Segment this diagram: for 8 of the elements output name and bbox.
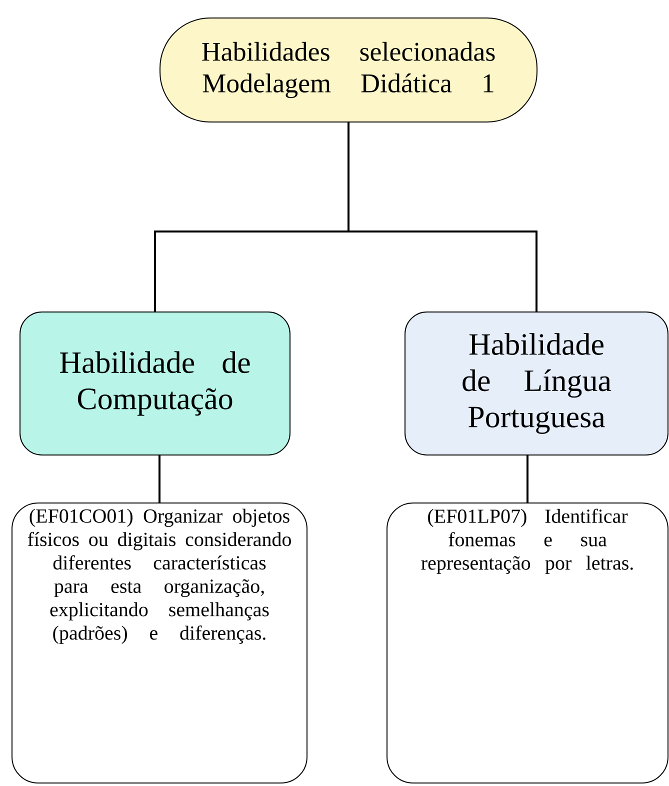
category-box: Habilidade de Computação — [20, 312, 290, 456]
connector-line — [158, 456, 160, 502]
connector-line — [348, 122, 538, 312]
description-box: (EF01CO01) Organizar objetos físicos ou digitais considerando diferentes características para esta organização, explicitando semelhanças (padrões) e diferenças. — [12, 502, 308, 784]
description-box: (EF01LP07) Identificar fonemas e sua representação por letras. — [386, 502, 668, 784]
title-box: Habilidades selecionadas Modelagem Didática 1 — [160, 18, 538, 122]
category-box: Habilidade de Língua Portuguesa — [404, 312, 668, 456]
connector-line — [526, 456, 528, 502]
